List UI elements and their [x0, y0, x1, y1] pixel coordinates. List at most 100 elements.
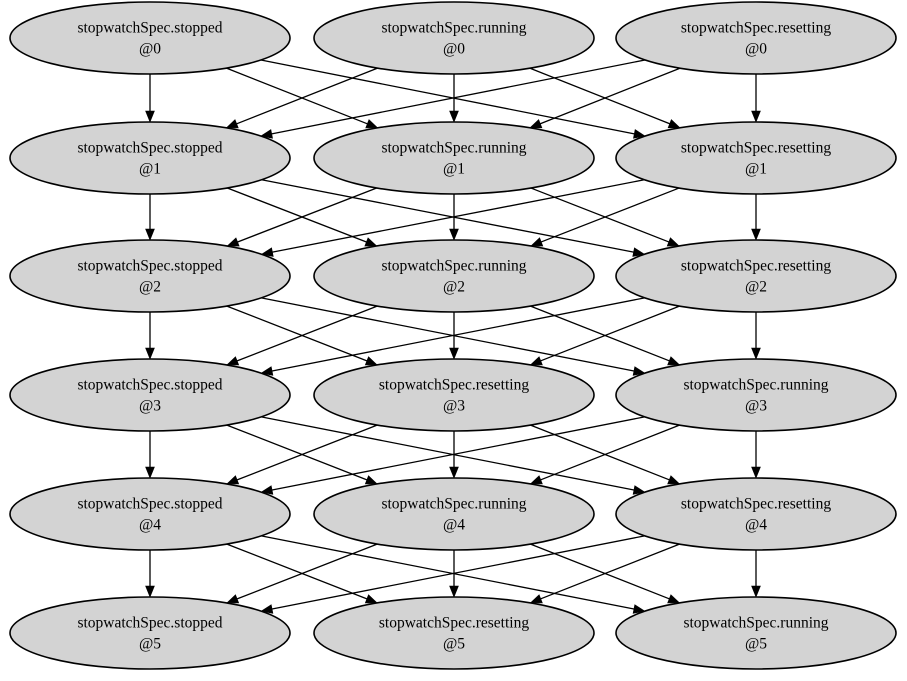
node-ellipse[interactable] — [313, 358, 595, 432]
graph-node-resetting-step0[interactable]: stopwatchSpec.resetting@0 — [615, 1, 897, 75]
edge-arrowhead — [145, 110, 155, 123]
graph-node-running-step3[interactable]: stopwatchSpec.running@3 — [615, 358, 897, 432]
edge-arrowhead — [449, 110, 459, 123]
graph-node-running-step5[interactable]: stopwatchSpec.running@5 — [615, 596, 897, 670]
graph-edge — [751, 194, 761, 241]
edge-arrowhead — [364, 594, 378, 604]
graph-edge — [260, 297, 645, 376]
node-ellipse[interactable] — [9, 596, 291, 670]
edge-arrowhead — [364, 475, 378, 485]
edge-arrowhead — [226, 594, 240, 604]
graph-edge — [145, 431, 155, 479]
node-ellipse[interactable] — [615, 1, 897, 75]
graph-edge — [751, 550, 761, 598]
edge-arrowhead — [449, 347, 459, 360]
graph-edge — [449, 74, 459, 123]
graph-edge — [145, 194, 155, 241]
node-ellipse[interactable] — [615, 477, 897, 551]
graph-edge — [226, 543, 378, 604]
node-ellipse[interactable] — [313, 239, 595, 313]
node-ellipse[interactable] — [313, 477, 595, 551]
node-ellipse[interactable] — [615, 239, 897, 313]
edge-arrowhead — [364, 356, 378, 366]
graph-edge — [261, 297, 646, 376]
edge-arrowhead — [145, 228, 155, 241]
edge-arrowhead — [226, 475, 240, 485]
node-ellipse[interactable] — [9, 477, 291, 551]
edge-arrowhead — [226, 356, 240, 366]
graph-edge — [751, 312, 761, 360]
edge-arrowhead — [530, 237, 544, 247]
node-ellipse[interactable] — [9, 121, 291, 195]
graph-edge — [751, 431, 761, 479]
graph-edge — [260, 59, 646, 139]
graph-edge — [260, 416, 645, 495]
edge-arrowhead — [529, 356, 543, 366]
graph-node-running-step4[interactable]: stopwatchSpec.running@4 — [313, 477, 595, 551]
edge-arrowhead — [667, 356, 681, 366]
edge-arrowhead — [449, 466, 459, 479]
graph-edge — [751, 74, 761, 123]
graph-edge — [227, 187, 378, 247]
graph-edge — [529, 543, 680, 604]
node-ellipse[interactable] — [313, 121, 595, 195]
edges-layer — [145, 59, 761, 614]
edge-arrowhead — [529, 119, 543, 129]
graph-edge — [449, 431, 459, 479]
graph-edge — [449, 550, 459, 598]
graph-node-stopped-step0[interactable]: stopwatchSpec.stopped@0 — [9, 1, 291, 75]
node-ellipse[interactable] — [615, 358, 897, 432]
graph-node-resetting-step4[interactable]: stopwatchSpec.resetting@4 — [615, 477, 897, 551]
graph-edge — [260, 535, 645, 614]
node-ellipse[interactable] — [9, 358, 291, 432]
graph-node-resetting-step1[interactable]: stopwatchSpec.resetting@1 — [615, 121, 897, 195]
edge-arrowhead — [667, 594, 681, 604]
edge-arrowhead — [449, 228, 459, 241]
edge-arrowhead — [260, 604, 274, 614]
graph-node-running-step1[interactable]: stopwatchSpec.running@1 — [313, 121, 595, 195]
edge-arrowhead — [145, 466, 155, 479]
graph-node-resetting-step5[interactable]: stopwatchSpec.resetting@5 — [313, 596, 595, 670]
node-ellipse[interactable] — [9, 1, 291, 75]
graph-node-resetting-step2[interactable]: stopwatchSpec.resetting@2 — [615, 239, 897, 313]
graph-edge — [226, 305, 378, 366]
edge-arrowhead — [751, 110, 761, 123]
graph-node-stopped-step1[interactable]: stopwatchSpec.stopped@1 — [9, 121, 291, 195]
graph-node-stopped-step3[interactable]: stopwatchSpec.stopped@3 — [9, 358, 291, 432]
edge-arrowhead — [529, 594, 543, 604]
edge-arrowhead — [667, 119, 681, 129]
graph-edge — [226, 67, 379, 129]
node-ellipse[interactable] — [313, 1, 595, 75]
node-ellipse[interactable] — [615, 121, 897, 195]
edge-arrowhead — [260, 485, 274, 495]
edge-arrowhead — [145, 347, 155, 360]
graph-edge — [261, 416, 646, 495]
graph-edge — [226, 543, 378, 604]
graph-edge — [449, 312, 459, 360]
graph-node-resetting-step3[interactable]: stopwatchSpec.resetting@3 — [313, 358, 595, 432]
edge-arrowhead — [633, 129, 646, 139]
graph-node-stopped-step4[interactable]: stopwatchSpec.stopped@4 — [9, 477, 291, 551]
edge-arrowhead — [449, 585, 459, 598]
graph-node-stopped-step2[interactable]: stopwatchSpec.stopped@2 — [9, 239, 291, 313]
graph-edge — [145, 74, 155, 123]
graph-edge — [225, 67, 378, 129]
graph-edge — [261, 535, 646, 614]
graph-node-stopped-step5[interactable]: stopwatchSpec.stopped@5 — [9, 596, 291, 670]
graph-node-running-step2[interactable]: stopwatchSpec.running@2 — [313, 239, 595, 313]
edge-arrowhead — [632, 604, 646, 614]
graph-edge — [226, 305, 378, 366]
edge-arrowhead — [260, 247, 274, 257]
graph-edge — [145, 550, 155, 598]
edge-arrowhead — [145, 585, 155, 598]
edge-arrowhead — [751, 466, 761, 479]
node-ellipse[interactable] — [313, 596, 595, 670]
graph-node-running-step0[interactable]: stopwatchSpec.running@0 — [313, 1, 595, 75]
edge-arrowhead — [260, 366, 274, 376]
graph-edge — [529, 424, 680, 485]
edge-arrowhead — [260, 129, 273, 139]
node-ellipse[interactable] — [615, 596, 897, 670]
node-ellipse[interactable] — [9, 239, 291, 313]
